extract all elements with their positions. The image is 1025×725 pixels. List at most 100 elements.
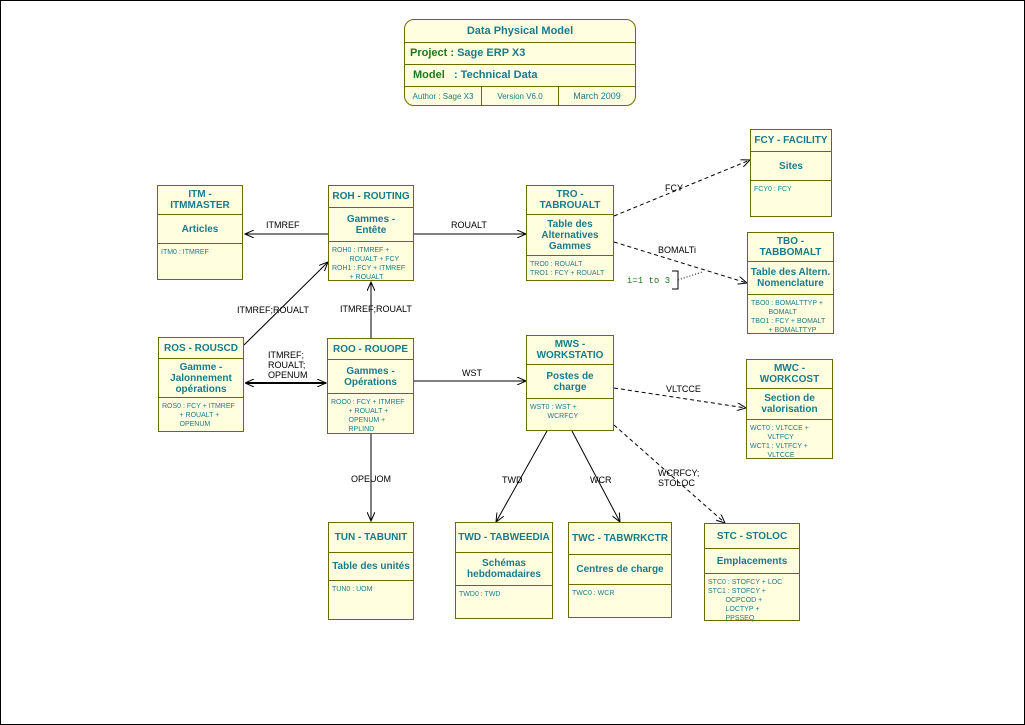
link-label-mws-stc-2: STOLOC	[658, 478, 695, 488]
model-title-block: Data Physical Model Project : Sage ERP X…	[404, 19, 636, 106]
project-row: Project : Sage ERP X3	[405, 43, 635, 65]
entity-name: STC - STOLOC	[705, 524, 799, 549]
key-line: TUN0 : UOM	[332, 586, 373, 593]
key-line: ROH0 : ITMREF +	[332, 247, 390, 254]
entity-keys: FCY0 : FCY	[751, 181, 831, 196]
link-ros-roh	[243, 262, 328, 346]
entity-roh[interactable]: ROH - ROUTING Gammes - Entête ROH0 : ITM…	[328, 185, 414, 281]
entity-name: TBO - TABBOMALT	[748, 233, 833, 262]
entity-description: Table des Altern. Nomenclature	[748, 262, 833, 295]
key-line: OCPCOD +	[708, 597, 763, 604]
key-line: TWD0 : TWD	[459, 591, 501, 598]
key-line: TRO1 : FCY + ROUALT	[530, 270, 605, 277]
link-label-tro-tbo: BOMALTi	[658, 245, 696, 255]
entity-name: FCY - FACILITY	[751, 130, 831, 152]
entity-itm[interactable]: ITM - ITMMASTER Articles ITM0 : ITMREF	[157, 185, 243, 280]
link-label-roh-tro: ROUALT	[451, 220, 487, 230]
link-label-roo-roh: ITMREF;ROUALT	[340, 304, 412, 314]
key-line: VLTFCY	[750, 434, 794, 441]
link-label-mws-mwc: VLTCCE	[666, 384, 701, 394]
entity-name: ITM - ITMMASTER	[158, 186, 242, 215]
link-mws-mwc	[613, 387, 746, 408]
entity-description: Postes de charge	[527, 365, 613, 399]
model-row: Model : Technical Data	[405, 65, 635, 87]
version: Version V6.0	[482, 87, 559, 105]
entity-tro[interactable]: TRO - TABROUALT Table des Alternatives G…	[526, 185, 614, 281]
entity-name: TWC - TABWRKCTR	[569, 523, 671, 555]
entity-tbo[interactable]: TBO - TABBOMALT Table des Altern. Nomenc…	[747, 232, 834, 334]
project-label: Project :	[410, 47, 458, 59]
link-label-roh-itm: ITMREF	[266, 220, 300, 230]
key-line: WST0 : WST +	[530, 404, 577, 411]
key-line: WCT0 : VLTCCE +	[750, 425, 809, 432]
link-label-mws-twd: TWD	[502, 475, 523, 485]
key-line: VLTCCE	[750, 452, 795, 459]
key-line: OPENUM +	[331, 417, 386, 424]
entity-name: ROS - ROUSCD	[159, 338, 243, 359]
link-label-ros-roh: ITMREF;ROUALT	[237, 305, 309, 315]
entity-keys: ROH0 : ITMREF + ROUALT + FCY ROH1 : FCY …	[329, 242, 413, 284]
entity-keys: ROO0 : FCY + ITMREF + ROUALT + OPENUM + …	[328, 394, 413, 436]
entity-keys: ROS0 : FCY + ITMREF + ROUALT + OPENUM	[159, 398, 243, 431]
key-line: ROS0 : FCY + ITMREF	[162, 403, 235, 410]
entity-description: Gammes - Entête	[329, 208, 413, 242]
entity-description: Centres de charge	[569, 555, 671, 585]
key-line: TBO0 : BOMALTTYP +	[751, 300, 823, 307]
entity-description: Table des unités	[329, 553, 413, 581]
link-label-mws-twc: WCR	[590, 475, 612, 485]
key-line: + ROUALT	[332, 274, 384, 281]
entity-keys: WCT0 : VLTCCE + VLTFCY WCT1 : VLTFCY + V…	[747, 420, 832, 462]
link-label-roo-tun: OPEUOM	[351, 474, 391, 484]
index-note: i=1 to 3	[626, 276, 671, 286]
entity-tun[interactable]: TUN - TABUNIT Table des unités TUN0 : UO…	[328, 522, 414, 620]
key-line: ROUALT + FCY	[332, 256, 400, 263]
author: Author : Sage X3	[405, 87, 482, 105]
link-mws-twc	[571, 430, 620, 522]
entity-fcy[interactable]: FCY - FACILITY Sites FCY0 : FCY	[750, 129, 832, 217]
key-line: WCT1 : VLTFCY +	[750, 443, 808, 450]
model-value: : Technical Data	[444, 69, 538, 81]
key-line: TRO0 : ROUALT	[530, 261, 583, 268]
entity-name: ROO - ROUOPE	[328, 339, 413, 360]
entity-keys: WST0 : WST + WCRFCY	[527, 399, 613, 423]
key-line: FCY0 : FCY	[754, 186, 792, 193]
model-label: Model	[413, 69, 445, 81]
key-line: BOMALT	[751, 309, 797, 316]
entity-description: Schémas hebdomadaires	[456, 553, 552, 586]
entity-description: Gamme - Jalonnement opérations	[159, 359, 243, 398]
key-line: PPSSEQ	[708, 615, 755, 622]
entity-description: Emplacements	[705, 549, 799, 574]
link-mws-twd	[496, 430, 548, 522]
entity-twd[interactable]: TWD - TABWEEDIA Schémas hebdomadaires TW…	[455, 522, 553, 619]
key-line: + ROUALT +	[331, 408, 389, 415]
link-label-roo-mws: WST	[462, 368, 482, 378]
entity-keys: TWD0 : TWD	[456, 586, 552, 601]
key-line: ITM0 : ITMREF	[161, 249, 209, 256]
entity-twc[interactable]: TWC - TABWRKCTR Centres de charge TWC0 :…	[568, 522, 672, 618]
entity-name: MWS - WORKSTATIO	[527, 336, 613, 365]
entity-roo[interactable]: ROO - ROUOPE Gammes - Opérations ROO0 : …	[327, 338, 414, 434]
link-mws-stc	[613, 424, 725, 523]
entity-keys: ITM0 : ITMREF	[158, 244, 242, 259]
entity-mwc[interactable]: MWC - WORKCOST Section de valorisation W…	[746, 359, 833, 459]
entity-description: Table des Alternatives Gammes	[527, 215, 613, 256]
key-line: STC1 : STOFCY +	[708, 588, 766, 595]
key-line: LOCTYP +	[708, 606, 760, 613]
link-label-tro-fcy: FCY	[665, 183, 683, 193]
key-line: + BOMALTTYP	[751, 327, 817, 334]
entity-stc[interactable]: STC - STOLOC Emplacements STC0 : STOFCY …	[704, 523, 800, 622]
entity-ros[interactable]: ROS - ROUSCD Gamme - Jalonnement opérati…	[158, 337, 244, 432]
entity-description: Gammes - Opérations	[328, 360, 413, 394]
project-value: Sage ERP X3	[457, 47, 526, 59]
entity-mws[interactable]: MWS - WORKSTATIO Postes de charge WST0 :…	[526, 335, 614, 431]
model-title: Data Physical Model	[405, 20, 635, 43]
key-line: + ROUALT +	[162, 412, 220, 419]
model-footer: Author : Sage X3 Version V6.0 March 2009	[405, 87, 635, 105]
entity-keys: TUN0 : UOM	[329, 581, 413, 596]
link-tro-tbo	[613, 241, 747, 283]
key-line: STC0 : STOFCY + LOC	[708, 579, 783, 586]
link-tro-fcy	[613, 160, 750, 217]
note-leader	[677, 271, 703, 281]
entity-keys: TWC0 : WCR	[569, 585, 671, 600]
